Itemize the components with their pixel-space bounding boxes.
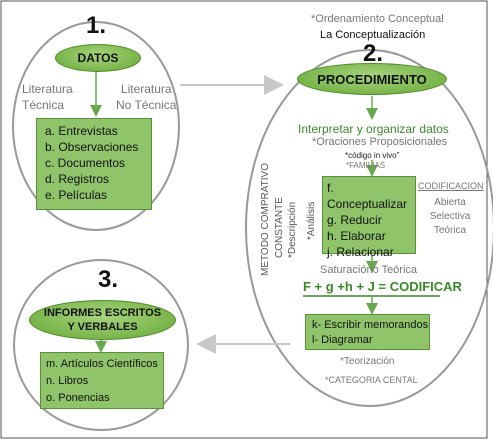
vertical-metodo: METODO COMPRATIVO <box>260 163 271 276</box>
datos-item: d. Registros <box>45 172 110 186</box>
procedimiento-number: 2. <box>363 40 384 67</box>
codificacion-title: CODIFICACION <box>418 181 484 191</box>
proc-step: g. Reducir <box>327 213 382 227</box>
proc-step: h. Elaborar <box>327 229 386 243</box>
codificacion-item: Selectiva <box>429 211 471 222</box>
categoria-label: *CATEGORIA CENTAL <box>325 375 418 385</box>
procedimiento-steps2-box: k- Escribir memorandos l- Diagramar <box>305 314 430 350</box>
informes-title-line1: INFORMES ESCRITOS <box>43 307 162 319</box>
datos-item: a. Entrevistas <box>45 124 118 138</box>
datos-title: DATOS <box>55 44 141 72</box>
datos-list-box: a. Entrevistas b. Observaciones c. Docum… <box>36 118 152 210</box>
procedimiento-title: PROCEDIMIENTO <box>297 63 447 95</box>
ordenamiento-note: *Ordenamiento Conceptual <box>311 13 444 25</box>
procedimiento-steps-box: f. Conceptualizar g. Reducir h. Elaborar… <box>322 176 416 259</box>
vertical-analisis: *Análisis <box>306 201 317 240</box>
informes-item: o. Ponencias <box>46 392 110 404</box>
informes-number: 3. <box>98 266 119 293</box>
ellipse-informes <box>13 259 189 431</box>
datos-item: b. Observaciones <box>45 140 139 154</box>
conceptualizacion-note: La Conceptualización <box>320 29 426 41</box>
informes-list-box: m. Artículos Científicos n. Libros o. Po… <box>40 352 164 409</box>
informes-item: m. Artículos Científicos <box>46 358 158 370</box>
vertical-descripcion: *Descripción <box>287 201 298 258</box>
oraciones-label: *Oraciones Proposicionales <box>312 136 448 148</box>
informes-title: INFORMES ESCRITOS Y VERBALES <box>29 300 176 340</box>
procedimiento-steps: f. Conceptualizar g. Reducir h. Elaborar… <box>327 180 415 260</box>
codigo-label: *código in vivo" <box>345 151 400 160</box>
vertical-constante: CONSTANTE <box>274 197 285 258</box>
datos-item: e. Películas <box>45 188 108 202</box>
proc-step2: l- Diagramar <box>312 334 373 346</box>
saturacion-label: Saturacióno Teórica <box>320 264 418 276</box>
informes-item: n. Libros <box>46 375 89 387</box>
proc-step: j. Relacionar <box>327 245 394 259</box>
codificacion-item: Abierta <box>434 197 466 208</box>
proc-step: f. Conceptualizar <box>327 181 408 211</box>
datos-left-label: Literatura Técnica <box>22 82 73 112</box>
datos-item: c. Documentos <box>45 156 126 170</box>
formula-label: F + g +h + J = CODIFICAR <box>303 279 462 294</box>
ellipse-procedimiento <box>245 49 493 407</box>
teorizacion-label: *Teorización <box>340 356 395 367</box>
ellipse-datos <box>12 21 180 231</box>
codificacion-item: Teórica <box>433 225 467 236</box>
familias-label: *FAMILIAS <box>346 161 386 170</box>
codificacion-list: Abierta Selectiva Teórica <box>425 196 475 238</box>
datos-number: 1. <box>86 12 107 39</box>
datos-list: a. Entrevistas b. Observaciones c. Docum… <box>45 123 151 203</box>
interpretar-label: Interpretar y organizar datos <box>298 122 449 136</box>
datos-right-label: Literatura No Técnica <box>116 82 177 112</box>
informes-title-line2: Y VERBALES <box>67 321 138 333</box>
proc-step2: k- Escribir memorandos <box>312 319 429 331</box>
